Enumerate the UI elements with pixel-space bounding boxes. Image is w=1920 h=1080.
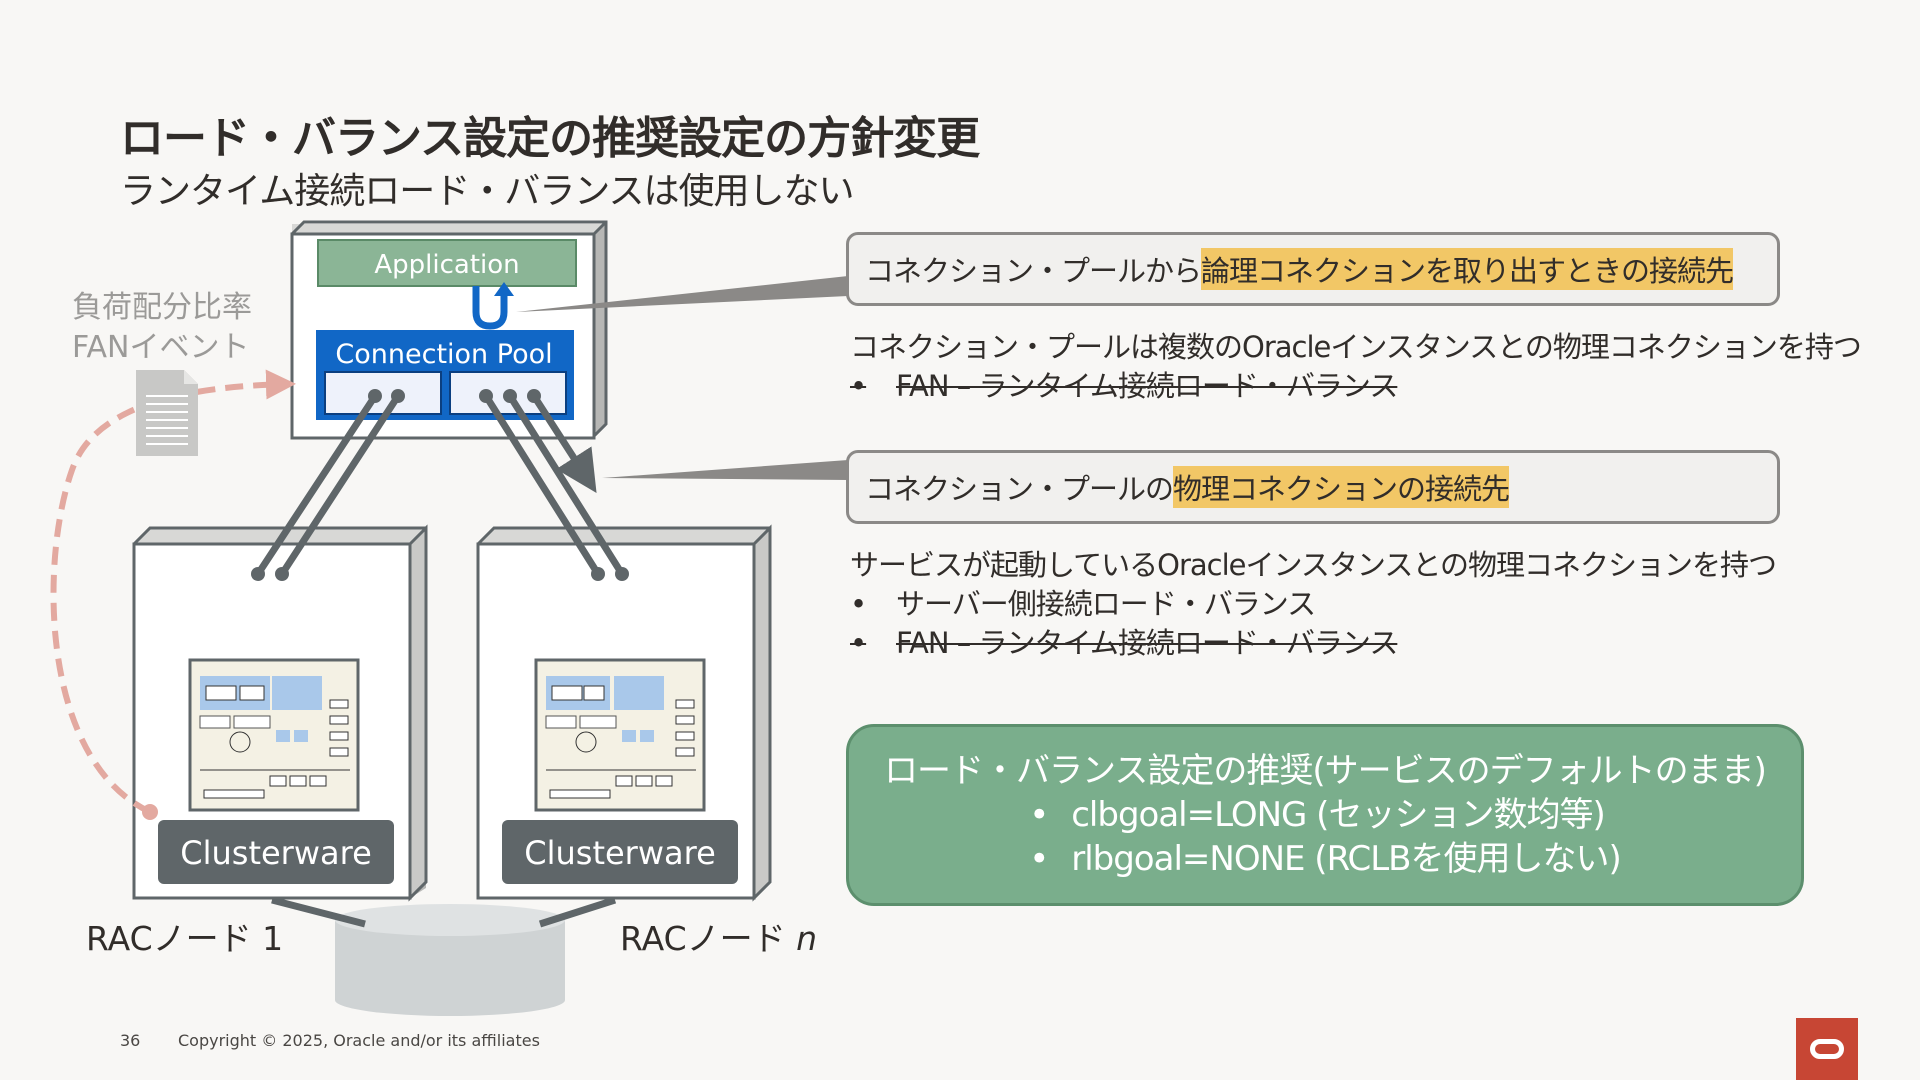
clusterware-label-1: Clusterware <box>180 834 372 872</box>
callout1-pointer <box>516 276 848 312</box>
section2-struck-item: •FAN – ランタイム接続ロード・バランス <box>850 626 1398 660</box>
rac-node1-label: RACノード 1 <box>86 919 283 958</box>
connection-endpoints <box>251 389 629 581</box>
clusterware-block-1 <box>158 820 394 884</box>
recommendation-heading: ロード・バランス設定の推奨(サービスのデフォルトのまま) <box>884 751 1767 791</box>
oracle-logo-icon <box>1796 1018 1858 1080</box>
section1-text: コネクション・プールは複数のOracleインスタンスとの物理コネクションを持つ … <box>850 328 1862 406</box>
callout2-highlight: 物理コネクションの接続先 <box>1173 466 1510 508</box>
connection-pool-label: Connection Pool <box>335 339 552 370</box>
section2-text: サービスが起動しているOracleインスタンスとの物理コネクションを持つ •サー… <box>850 546 1777 663</box>
callout1-highlight: 論理コネクションを取り出すときの接続先 <box>1201 248 1734 290</box>
application-label: Application <box>374 250 519 280</box>
section2-item1: •サーバー側接続ロード・バランス <box>850 587 1316 621</box>
slide-title: ロード・バランス設定の推奨設定の方針変更 <box>120 113 980 164</box>
instance-architecture-thumbnail-1 <box>188 658 360 812</box>
page-number: 36 <box>120 1031 141 1050</box>
section1-struck-item: •FAN – ランタイム接続ロード・バランス <box>850 369 1398 403</box>
storage-link-node2 <box>538 896 617 928</box>
pool-slot-left <box>324 371 442 415</box>
instance-architecture-thumbnail-2 <box>534 658 706 812</box>
fan-event-source-dot <box>142 804 158 820</box>
arrow-up-return-icon <box>472 282 514 330</box>
recommendation-box: ロード・バランス設定の推奨(サービスのデフォルトのまま) •clbgoal=LO… <box>846 724 1804 906</box>
shared-storage-cylinder <box>335 904 565 1016</box>
callout-logical-connection: コネクション・プールから論理コネクションを取り出すときの接続先 <box>846 232 1780 306</box>
recommendation-item-clbgoal: •clbgoal=LONG (セッション数均等) <box>1029 795 1605 835</box>
storage-link-node1 <box>271 896 366 928</box>
fan-event-label: 負荷配分比率 FANイベント <box>72 290 252 365</box>
callout2-pointer <box>602 460 848 480</box>
application-block <box>317 239 577 287</box>
recommendation-item-rlbgoal: •rlbgoal=NONE (RCLBを使用しない) <box>1029 839 1622 879</box>
clusterware-block-2 <box>502 820 738 884</box>
callout-physical-connection: コネクション・プールの物理コネクションの接続先 <box>846 450 1780 524</box>
clusterware-label-2: Clusterware <box>524 834 716 872</box>
physical-connections <box>254 392 626 578</box>
rac-node2-label: RACノード n <box>620 919 817 958</box>
document-icon <box>136 370 198 456</box>
copyright-text: Copyright © 2025, Oracle and/or its affi… <box>178 1031 540 1050</box>
slide-subtitle: ランタイム接続ロード・バランスは使用しない <box>120 171 855 212</box>
